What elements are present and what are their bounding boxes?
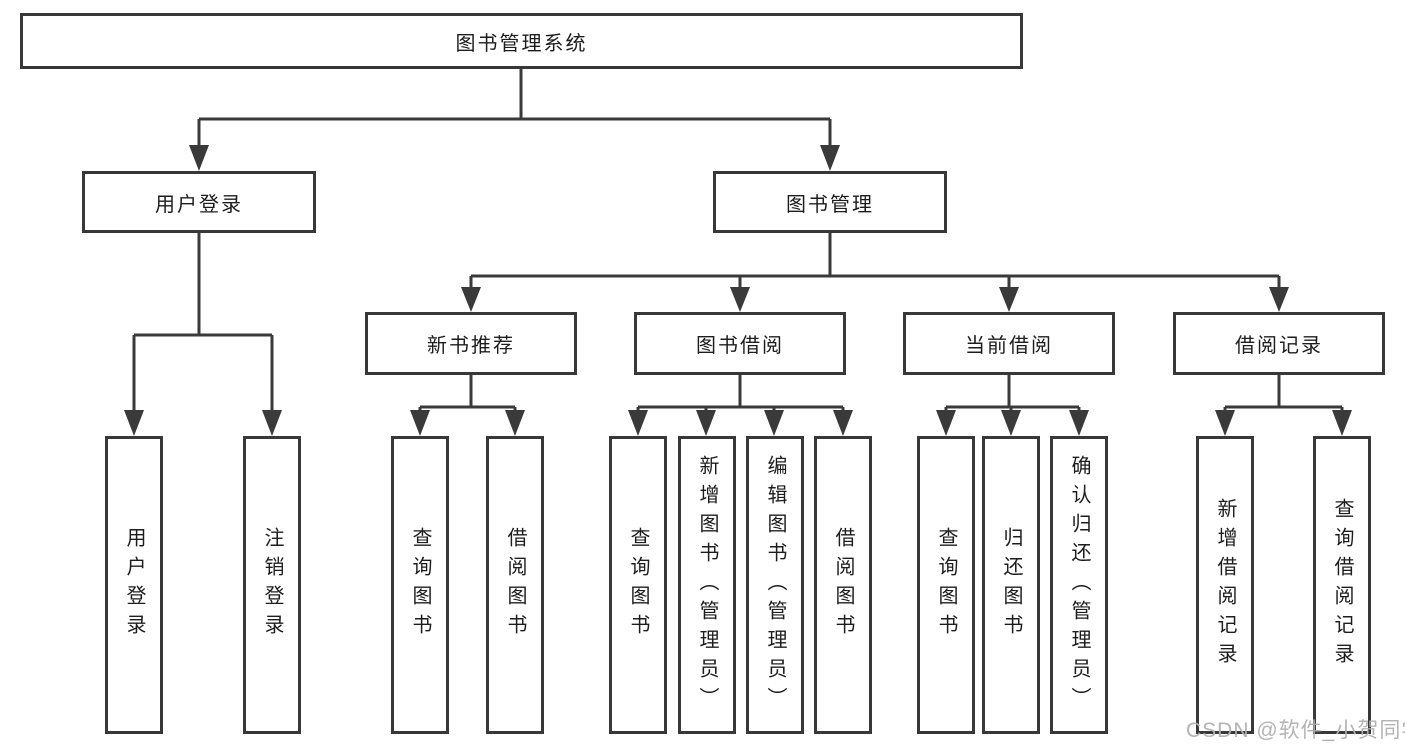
connector-book-borrowing-children bbox=[636, 375, 845, 413]
watermark: CSDN @软件_小贺同学 bbox=[1186, 719, 1405, 742]
leaf-borrowing-query-books: 查询图书 bbox=[609, 436, 667, 734]
node-borrowing-records: 借阅记录 bbox=[1173, 312, 1385, 375]
leaf-user-login-label: 用户登录 bbox=[123, 527, 145, 643]
node-new-book-recommend: 新书推荐 bbox=[365, 312, 577, 375]
leaf-new-books-query-books-label: 查询图书 bbox=[409, 527, 431, 643]
leaf-borrowing-edit-books-admin-label: 编辑图书（管理员） bbox=[764, 454, 786, 716]
connector-root-to-level2 bbox=[197, 69, 832, 148]
leaf-records-query-record: 查询借阅记录 bbox=[1313, 436, 1371, 734]
leaf-current-confirm-return-admin: 确认归还（管理员） bbox=[1050, 436, 1108, 734]
leaf-new-books-borrow-books-label: 借阅图书 bbox=[504, 527, 526, 643]
connector-current-borrowing-children bbox=[944, 375, 1081, 413]
leaf-current-return-books: 归还图书 bbox=[982, 436, 1040, 734]
leaf-records-add-record-label: 新增借阅记录 bbox=[1214, 498, 1236, 672]
leaf-current-query-books: 查询图书 bbox=[917, 436, 975, 734]
leaf-current-return-books-label: 归还图书 bbox=[1000, 527, 1022, 643]
leaf-current-query-books-label: 查询图书 bbox=[935, 527, 957, 643]
connector-user-login-children bbox=[132, 233, 274, 412]
leaf-current-confirm-return-admin-label: 确认归还（管理员） bbox=[1068, 454, 1090, 716]
leaf-logout-login: 注销登录 bbox=[243, 436, 301, 734]
node-borrowing-records-label: 借阅记录 bbox=[1235, 335, 1323, 357]
node-user-login: 用户登录 bbox=[82, 171, 316, 233]
leaf-borrowing-edit-books-admin: 编辑图书（管理员） bbox=[746, 436, 804, 734]
leaf-records-add-record: 新增借阅记录 bbox=[1196, 436, 1254, 734]
leaf-new-books-query-books: 查询图书 bbox=[391, 436, 449, 734]
node-book-borrowing-label: 图书借阅 bbox=[696, 335, 784, 357]
leaf-user-login: 用户登录 bbox=[105, 436, 163, 734]
node-book-management-label: 图书管理 bbox=[786, 193, 874, 216]
leaf-borrowing-add-books-admin: 新增图书（管理员） bbox=[678, 436, 736, 734]
node-user-login-label: 用户登录 bbox=[155, 193, 243, 216]
leaf-borrowing-query-books-label: 查询图书 bbox=[627, 527, 649, 643]
leaf-logout-login-label: 注销登录 bbox=[261, 527, 283, 643]
leaf-records-query-record-label: 查询借阅记录 bbox=[1331, 498, 1353, 672]
connector-book-management-children bbox=[469, 233, 1281, 289]
node-root: 图书管理系统 bbox=[20, 13, 1023, 69]
arrowheads bbox=[124, 145, 1352, 436]
node-book-borrowing: 图书借阅 bbox=[634, 312, 846, 375]
connector-borrowing-records-children bbox=[1223, 375, 1344, 413]
node-new-book-recommend-label: 新书推荐 bbox=[427, 335, 515, 357]
node-current-borrowing-label: 当前借阅 bbox=[965, 335, 1053, 357]
leaf-borrowing-borrow-books: 借阅图书 bbox=[814, 436, 872, 734]
node-book-management: 图书管理 bbox=[713, 171, 947, 233]
node-current-borrowing: 当前借阅 bbox=[903, 312, 1115, 375]
node-root-label: 图书管理系统 bbox=[455, 32, 588, 55]
leaf-new-books-borrow-books: 借阅图书 bbox=[486, 436, 544, 734]
leaf-borrowing-borrow-books-label: 借阅图书 bbox=[832, 527, 854, 643]
leaf-borrowing-add-books-admin-label: 新增图书（管理员） bbox=[696, 454, 718, 716]
connector-new-book-recommend-children bbox=[418, 375, 517, 413]
